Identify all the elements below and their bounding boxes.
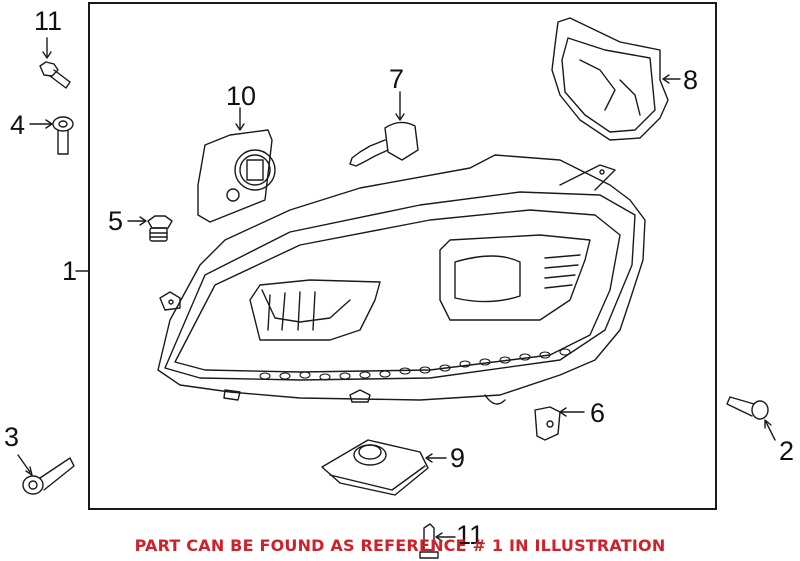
headlamp-assembly-drawing <box>157 154 646 405</box>
callout-4[interactable]: 4 <box>10 110 26 140</box>
part-7-drawing <box>349 121 419 167</box>
callout-3[interactable]: 3 <box>4 422 20 452</box>
part-9-drawing <box>321 439 429 496</box>
part-11-top-drawing <box>39 61 71 89</box>
callout-11-bottom[interactable]: 11 <box>456 520 485 550</box>
callout-6[interactable]: 6 <box>590 398 606 428</box>
callout-9[interactable]: 9 <box>450 443 466 473</box>
callout-1[interactable]: 1 <box>62 256 78 286</box>
part-8-drawing <box>551 17 669 141</box>
diagram-frame <box>88 2 717 510</box>
callout-10[interactable]: 10 <box>226 81 257 111</box>
part-3-drawing <box>22 457 75 495</box>
callout-7[interactable]: 7 <box>389 64 405 94</box>
part-4-drawing <box>52 116 74 155</box>
callout-5[interactable]: 5 <box>108 206 124 236</box>
leader-arrows <box>17 37 776 542</box>
part-6-drawing <box>534 406 561 441</box>
part-11-bottom-drawing <box>419 523 439 559</box>
part-10-drawing <box>197 129 276 223</box>
callout-2[interactable]: 2 <box>779 436 795 466</box>
callout-8[interactable]: 8 <box>683 65 699 95</box>
part-2-drawing <box>726 396 769 420</box>
reference-note: PART CAN BE FOUND AS REFERENCE # 1 IN IL… <box>134 536 666 555</box>
part-5-drawing <box>147 215 173 242</box>
callout-11-top[interactable]: 11 <box>34 6 63 36</box>
